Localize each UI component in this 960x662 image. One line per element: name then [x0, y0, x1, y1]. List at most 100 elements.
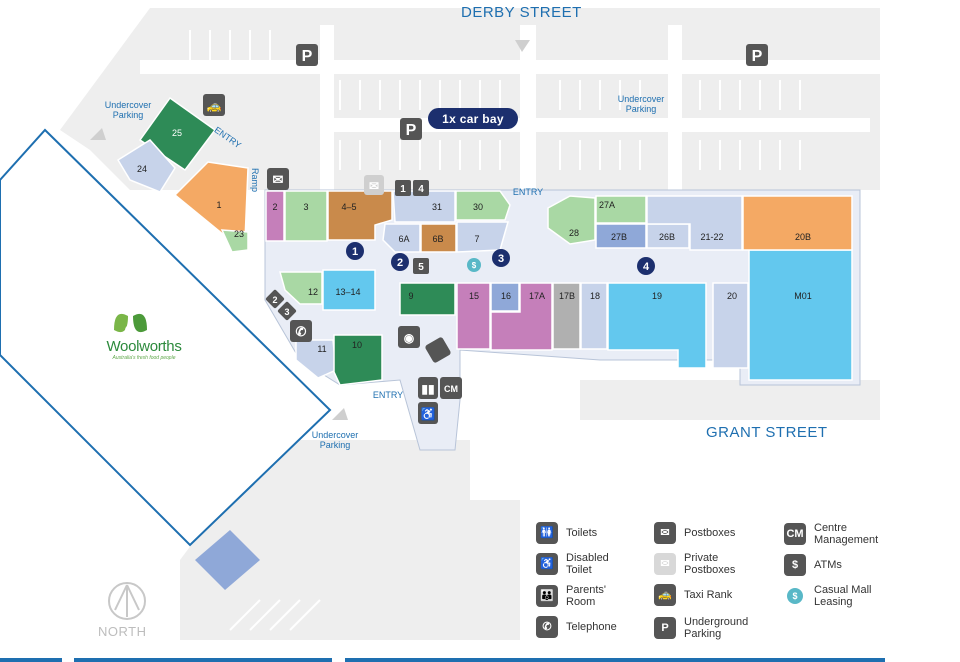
taxi-rank-icon — [203, 94, 225, 116]
ramp-label: Ramp — [250, 168, 260, 192]
label-7: 7 — [474, 234, 479, 244]
woolworths-logo-icon — [114, 313, 147, 335]
parking-bays — [189, 30, 801, 631]
label-m01: M01 — [794, 291, 812, 301]
disabled-toilet-icon: ♿ — [536, 553, 558, 575]
numbered-markers: 1 2 3 4 — [346, 242, 655, 275]
map-legend: 🚻Toilets ♿Disabled Toilet 👪Parents' Room… — [532, 518, 942, 662]
leasing-glyph: $ — [472, 261, 477, 270]
legend-label: Disabled Toilet — [566, 552, 609, 576]
shop-6a — [382, 223, 421, 253]
atm-number-3: 3 — [284, 307, 289, 317]
shop-10 — [333, 334, 383, 386]
parents-room-icon — [425, 337, 451, 363]
atm-icon — [413, 258, 429, 274]
centre-management-icon — [440, 377, 462, 399]
parking-icon — [746, 44, 768, 66]
label-16: 16 — [501, 291, 511, 301]
legend-item-atms: $ATMs — [784, 554, 842, 576]
label-9: 9 — [408, 291, 413, 301]
shops-layer — [116, 96, 853, 386]
shop-31 — [392, 190, 456, 223]
atm-number-1: 1 — [400, 184, 406, 195]
parents-room-icon: 👪 — [536, 585, 558, 607]
shop-27a — [595, 195, 647, 224]
arrow-icon — [332, 408, 348, 420]
underground-parking-icon: P — [654, 617, 676, 639]
arrow-icon — [515, 40, 530, 52]
atm-icon — [413, 180, 429, 196]
parking-glyph: P — [406, 122, 417, 139]
legend-item-private-postboxes: ✉Private Postboxes — [654, 552, 735, 576]
label-2: 2 — [272, 202, 277, 212]
taxi-rank-icon: 🚕 — [654, 584, 676, 606]
label-10: 10 — [352, 340, 362, 350]
shop-18 — [580, 282, 608, 350]
parking-arrows — [90, 40, 530, 420]
shop-15 — [456, 282, 491, 350]
label-21-22: 21-22 — [700, 232, 723, 242]
label-23: 23 — [234, 229, 244, 239]
cm-glyph: CM — [444, 384, 458, 394]
label-27b: 27B — [611, 232, 627, 242]
taxi-glyph: 🚕 — [207, 99, 222, 113]
woolworths-tagline: Australia's fresh food people — [112, 355, 176, 361]
parking-label-center: Undercover Parking — [617, 94, 665, 114]
atm-number-4: 4 — [418, 184, 424, 195]
telephone-icon — [290, 320, 312, 342]
atm-number-5: 5 — [418, 262, 424, 273]
label-15: 15 — [469, 291, 479, 301]
postbox-glyph: ✉ — [273, 172, 284, 187]
shop-28 — [547, 195, 596, 245]
marker-2: 2 — [397, 257, 403, 269]
derby-street-label: DERBY STREET — [461, 4, 582, 21]
disabled-toilet-icon — [418, 402, 438, 424]
shop-7 — [456, 221, 509, 253]
atm-icon — [395, 180, 411, 196]
shop-30 — [455, 190, 511, 221]
legend-label: Telephone — [566, 621, 617, 633]
label-27a: 27A — [599, 200, 615, 210]
postboxes-icon — [267, 168, 289, 190]
label-4-5: 4–5 — [341, 202, 356, 212]
atm-icon — [265, 289, 285, 309]
label-1: 1 — [216, 200, 221, 210]
legend-label: Postboxes — [684, 527, 736, 539]
marker-3: 3 — [498, 253, 504, 265]
entry-label-south: ENTRY — [373, 390, 403, 400]
shop-9 — [399, 282, 456, 316]
arrow-icon — [90, 128, 106, 140]
parents-glyph: ◉ — [404, 331, 415, 345]
label-19: 19 — [652, 291, 662, 301]
shop-labels: 25 24 1 23 2 3 4–5 31 30 6A 6B 7 12 13–1… — [137, 128, 812, 354]
label-20b: 20B — [795, 232, 811, 242]
grant-street-label: GRANT STREET — [706, 424, 828, 441]
parking-label-nw: Undercover Parking — [104, 100, 152, 120]
legend-item-casual-mall-leasing: $Casual Mall Leasing — [784, 584, 871, 608]
shop-11 — [295, 339, 337, 379]
woolworths-brand: Woolworths Australia's fresh food people — [96, 304, 192, 361]
label-20: 20 — [727, 291, 737, 301]
parking-label-sw: Undercover Parking — [311, 430, 359, 450]
shop-12 — [279, 271, 323, 305]
label-6a: 6A — [398, 234, 409, 244]
label-26b: 26B — [659, 232, 675, 242]
label-12: 12 — [308, 287, 318, 297]
centre-management-icon: CM — [784, 523, 806, 545]
shop-13-14 — [322, 269, 376, 311]
marker-4: 4 — [643, 261, 650, 273]
shop-26b — [646, 223, 690, 249]
north-compass-icon — [108, 582, 146, 620]
blue-lot — [195, 530, 260, 590]
label-31: 31 — [432, 202, 442, 212]
label-25: 25 — [172, 128, 182, 138]
legend-item-telephone: ✆Telephone — [536, 616, 617, 638]
legend-label: ATMs — [814, 559, 842, 571]
parking-icon — [296, 44, 318, 66]
label-6b: 6B — [432, 234, 443, 244]
legend-item-disabled-toilet: ♿ Disabled Toilet — [536, 552, 609, 576]
